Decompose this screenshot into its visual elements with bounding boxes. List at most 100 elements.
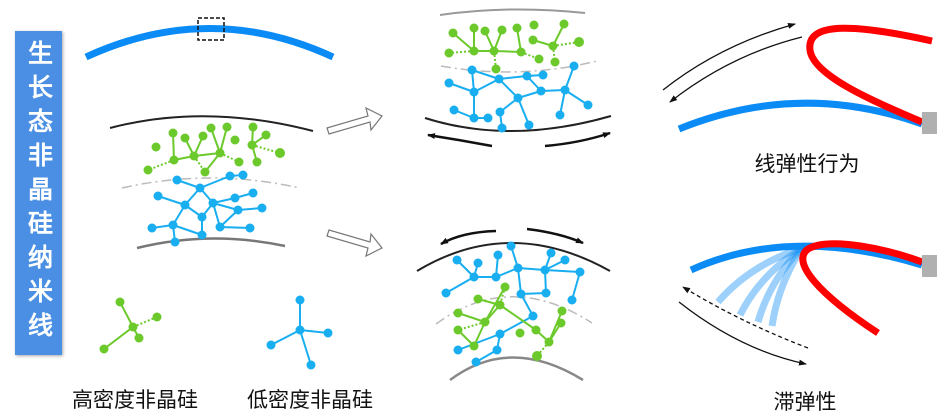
atom — [512, 23, 522, 33]
atom — [560, 255, 570, 265]
atom — [497, 123, 507, 133]
atom — [230, 135, 240, 145]
atomic-network-compression — [441, 241, 585, 367]
atom — [524, 120, 534, 130]
atom — [500, 282, 510, 292]
atom — [306, 360, 316, 370]
atom — [555, 110, 565, 120]
atom — [541, 288, 551, 298]
atom — [247, 140, 257, 150]
atom — [453, 325, 463, 335]
atom — [266, 340, 276, 350]
atom — [238, 170, 248, 180]
atom — [208, 198, 218, 208]
atom — [489, 46, 499, 56]
atom — [453, 345, 463, 355]
atom — [529, 20, 539, 30]
atom — [452, 255, 462, 265]
bond — [119, 301, 134, 328]
atom — [469, 341, 479, 351]
linear-elastic-label: 线弹性行为 — [754, 152, 860, 176]
atom — [516, 47, 526, 57]
atom — [252, 157, 262, 167]
banner-text: 生长态非晶硅纳米线 — [24, 40, 54, 346]
atom — [480, 26, 490, 36]
atom — [528, 311, 538, 321]
atom — [532, 351, 542, 361]
atomic-network-unstrained — [143, 122, 285, 247]
atom — [550, 57, 560, 67]
tension-arrow-left — [427, 133, 493, 148]
relaxing-wire-traces — [715, 244, 805, 327]
zoom-region-box — [197, 17, 225, 41]
unload-arrow-icon — [669, 36, 803, 103]
atom — [569, 61, 579, 71]
inner-surface-bottom — [449, 356, 584, 382]
atomic-network-tension — [444, 19, 593, 133]
legend-low-density-label: 低密度非晶硅 — [247, 388, 373, 412]
atom — [215, 148, 225, 158]
bond — [571, 271, 581, 301]
atom — [453, 308, 463, 318]
atom — [497, 25, 507, 35]
bond — [517, 267, 546, 271]
atom — [467, 65, 477, 75]
outer-surface-top — [424, 115, 612, 132]
straight-wire — [677, 99, 924, 133]
bond — [172, 132, 175, 161]
atom — [134, 333, 144, 343]
atom — [494, 74, 504, 84]
atom — [215, 222, 225, 232]
atom — [513, 263, 523, 273]
bond — [517, 97, 530, 126]
atom — [200, 167, 210, 177]
bond — [299, 329, 329, 334]
atom — [516, 289, 526, 299]
atom — [152, 312, 162, 322]
atom — [257, 203, 267, 213]
bond — [499, 304, 537, 331]
atom — [538, 70, 548, 80]
load-arrow-icon — [662, 22, 796, 91]
bond — [484, 286, 506, 323]
atom — [172, 175, 182, 185]
title-banner: 生长态非晶硅纳米线 — [15, 31, 62, 355]
atom — [483, 113, 493, 123]
clamp — [922, 112, 937, 134]
bond — [457, 333, 501, 351]
atom — [180, 133, 190, 143]
anelastic-label: 滞弹性 — [773, 390, 837, 414]
bond — [548, 310, 563, 343]
atom — [295, 325, 305, 335]
atom — [153, 191, 163, 201]
compression-arrow-right — [526, 227, 584, 245]
atom — [575, 267, 585, 277]
atom — [491, 272, 501, 282]
bond — [498, 75, 528, 80]
dangling-bond — [457, 321, 486, 331]
atom — [469, 87, 479, 97]
atom — [534, 54, 544, 64]
atom — [248, 188, 258, 198]
atom — [493, 250, 503, 260]
compression-arrow-left — [440, 229, 497, 246]
atom — [567, 295, 577, 305]
atom — [444, 48, 454, 58]
atom — [548, 41, 558, 51]
atom — [469, 23, 479, 33]
atom — [469, 113, 479, 123]
nanowire-arc — [84, 25, 335, 61]
tension-arrow-right — [544, 131, 611, 148]
bond — [199, 175, 231, 189]
load-arrow-2-icon — [678, 301, 807, 366]
dangling-bond — [499, 286, 506, 306]
atom — [295, 295, 305, 305]
atom — [441, 288, 451, 298]
bond — [499, 315, 534, 335]
atom — [546, 248, 556, 258]
atom — [222, 122, 232, 132]
atom — [574, 37, 584, 47]
bond — [452, 32, 475, 52]
